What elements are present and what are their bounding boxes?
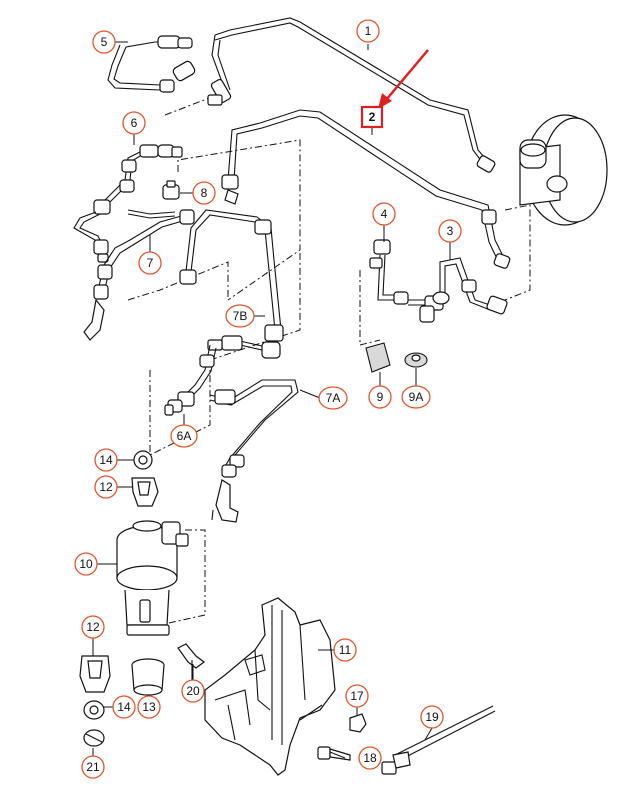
callout-14-upper[interactable]: 14 [94, 448, 118, 472]
hose-part-6a-7a [164, 344, 299, 523]
callout-label: 5 [101, 35, 108, 49]
callout-label: 7A [326, 391, 341, 405]
hose-part-7b [179, 209, 284, 359]
washer-part-9a [404, 352, 428, 368]
callout-12-upper[interactable]: 12 [94, 475, 118, 499]
nut-part-17 [349, 713, 367, 733]
callout-label: 8 [201, 186, 208, 200]
callout-label: 21 [86, 760, 100, 774]
callout-label: 6 [131, 116, 138, 130]
callout-label: 6A [177, 429, 192, 443]
callout-13[interactable]: 13 [137, 695, 161, 719]
callout-label: 3 [447, 224, 454, 238]
hose-part-6 [73, 144, 183, 263]
callout-6a[interactable]: 6A [170, 424, 198, 448]
callout-1[interactable]: 1 [356, 19, 380, 43]
callout-19[interactable]: 19 [420, 705, 444, 729]
callout-label: 19 [425, 710, 439, 724]
red-arrow-icon [378, 49, 429, 109]
callout-9a[interactable]: 9A [401, 385, 431, 409]
reservoir-part-10 [116, 520, 189, 636]
callout-4[interactable]: 4 [372, 202, 396, 226]
callout-label: 20 [186, 684, 200, 698]
callout-label: 7B [233, 309, 248, 323]
callout-7a[interactable]: 7A [318, 386, 348, 410]
clip-part-21 [83, 729, 105, 747]
callout-11[interactable]: 11 [333, 638, 357, 662]
hose-part-5 [107, 35, 196, 93]
callout-17[interactable]: 17 [345, 684, 369, 708]
grommet-part-14-lower [83, 700, 105, 720]
callout-label: 14 [99, 453, 113, 467]
callout-18[interactable]: 18 [358, 746, 382, 770]
callout-21[interactable]: 21 [81, 755, 105, 779]
callout-label: 1 [365, 24, 372, 38]
callout-label: 12 [99, 480, 113, 494]
callout-12-lower[interactable]: 12 [81, 615, 105, 639]
pad-part-9 [365, 342, 391, 373]
callout-3[interactable]: 3 [438, 219, 462, 243]
bracket-part-11 [204, 597, 336, 776]
callout-label: 4 [381, 207, 388, 221]
callout-8[interactable]: 8 [192, 181, 216, 205]
callout-label: 7 [147, 256, 154, 270]
brake-booster [519, 114, 608, 226]
callout-label: 2 [369, 110, 376, 124]
callout-label: 13 [142, 700, 156, 714]
cap-part-8 [162, 180, 180, 200]
fitting-part-20 [177, 643, 205, 680]
callout-label: 11 [339, 643, 352, 657]
callout-7[interactable]: 7 [138, 251, 162, 275]
grommet-part-14-upper [133, 450, 153, 470]
callout-6[interactable]: 6 [122, 111, 146, 135]
vacuum-line-1 [207, 17, 496, 173]
callout-label: 18 [363, 751, 377, 765]
callout-10[interactable]: 10 [74, 552, 98, 576]
callout-label: 10 [79, 557, 93, 571]
hose-part-3 [432, 257, 508, 315]
callout-9[interactable]: 9 [368, 385, 392, 409]
callout-label: 12 [86, 620, 100, 634]
hose-part-7 [83, 209, 195, 341]
leader-lines [92, 41, 451, 759]
bracket-part-12-upper [131, 477, 159, 507]
vacuum-line-2 [221, 109, 511, 269]
callout-label: 9A [409, 390, 424, 404]
cable-tie-part-19 [381, 705, 496, 775]
callout-7b[interactable]: 7B [225, 304, 255, 328]
callout-label: 14 [117, 700, 131, 714]
bracket-part-12-lower [79, 655, 111, 693]
callout-14-lower[interactable]: 14 [112, 695, 136, 719]
callout-label: 9 [377, 390, 384, 404]
hose-part-4 [369, 239, 444, 323]
callout-2[interactable]: 2 [360, 105, 384, 129]
callout-5[interactable]: 5 [92, 30, 116, 54]
bolt-part-18 [317, 746, 351, 761]
grommet-part-13 [131, 658, 165, 696]
callout-20[interactable]: 20 [181, 679, 205, 703]
callout-label: 17 [350, 689, 364, 703]
